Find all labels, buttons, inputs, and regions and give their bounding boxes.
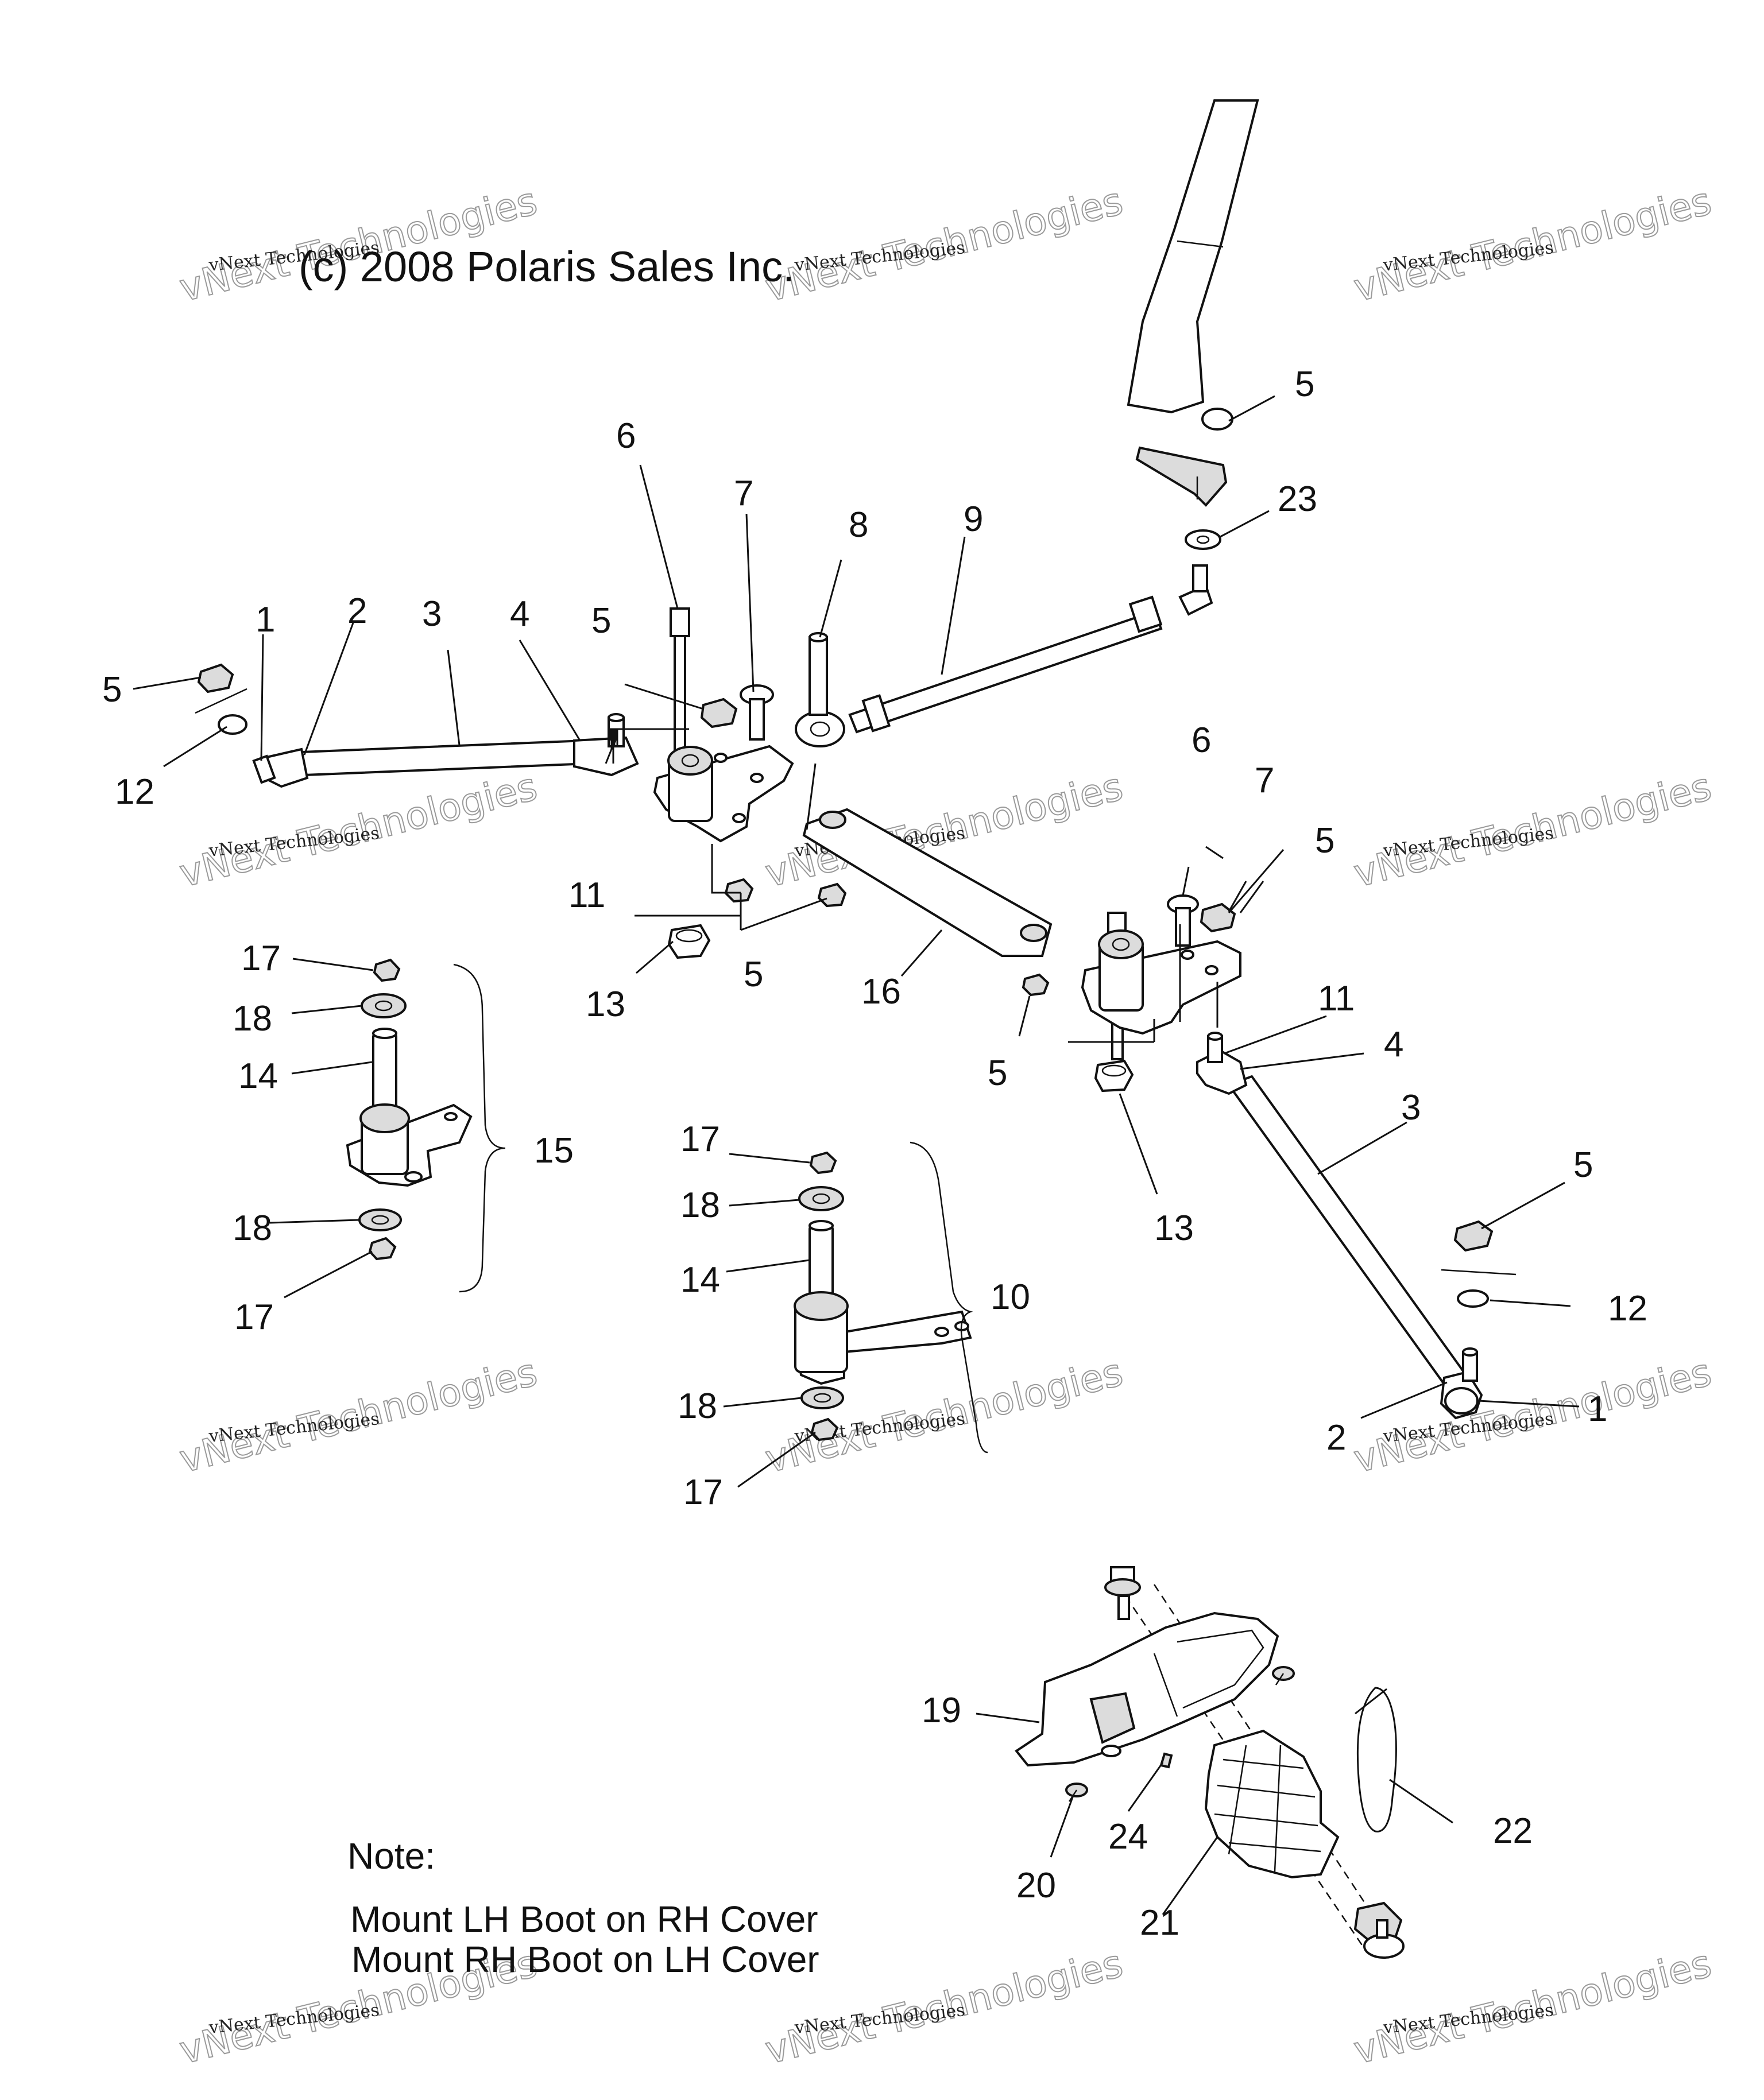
callout-label: 5 [591, 601, 611, 641]
kit-15-parts [346, 958, 506, 1293]
callout-label: 18 [678, 1386, 717, 1426]
callout-label: 5 [1315, 821, 1334, 861]
boot-cover-assembly [1015, 1566, 1405, 1959]
callout-label: 12 [115, 772, 154, 812]
callout-label: 17 [241, 939, 281, 978]
callout-label: 23 [1278, 479, 1317, 519]
callout-label: 14 [238, 1056, 278, 1096]
bolt-7-right [1167, 894, 1199, 947]
callout-label: 11 [1318, 979, 1355, 1018]
callout-label: 11 [568, 875, 605, 915]
callout-label: 21 [1140, 1903, 1179, 1943]
callout-label: 5 [988, 1053, 1007, 1093]
callout-label: 7 [1255, 761, 1274, 800]
callout-label: 6 [616, 416, 636, 456]
callout-label: 17 [234, 1297, 274, 1337]
callout-label: 12 [1608, 1289, 1647, 1328]
note-line-1: Mount LH Boot on RH Cover [350, 1898, 818, 1940]
callout-label: 8 [849, 505, 868, 545]
callout-label: 7 [734, 474, 753, 513]
callout-label: 3 [422, 594, 442, 634]
callout-label: 1 [256, 600, 275, 640]
pin-8 [808, 632, 828, 716]
kit-10-parts [794, 1141, 988, 1454]
callout-label: 9 [964, 499, 983, 539]
callout-label: 4 [510, 594, 529, 634]
callout-label: 16 [861, 972, 901, 1012]
callout-label: 5 [744, 955, 763, 994]
callout-label: 18 [233, 1208, 272, 1248]
callout-label: 5 [102, 670, 122, 710]
pitman-arm-right [1081, 929, 1241, 1035]
pitman-arm-left [653, 745, 794, 843]
callout-label: 18 [233, 999, 272, 1039]
callout-label: 6 [1192, 720, 1211, 760]
assembly-note: Note: Mount LH Boot on RH Cover Mount RH… [347, 1835, 819, 1980]
callout-label: 5 [1573, 1145, 1593, 1185]
tie-rod-9 [795, 564, 1213, 747]
center-link-16 [802, 808, 1053, 957]
callout-label: 15 [534, 1131, 574, 1171]
nut-13-left [667, 924, 711, 959]
callout-label: 5 [1295, 365, 1314, 404]
nut-5-icon [197, 663, 234, 693]
bolt-7-left [740, 684, 774, 741]
note-line-2: Mount RH Boot on LH Cover [351, 1939, 819, 1980]
callout-label: 18 [680, 1185, 720, 1225]
callout-label: 17 [683, 1473, 723, 1512]
steering-column-shaft [1127, 99, 1259, 507]
tie-rod-left [252, 713, 639, 788]
callout-label: 22 [1493, 1811, 1533, 1851]
callout-label: 4 [1384, 1025, 1403, 1064]
tie-rod-right [1196, 1032, 1483, 1420]
washer-23-icon [1185, 529, 1221, 550]
callout-label: 3 [1401, 1088, 1421, 1128]
copyright-text: (c) 2008 Polaris Sales Inc. [299, 243, 795, 290]
callout-label: 19 [922, 1691, 961, 1730]
callout-label: 2 [347, 591, 367, 631]
callout-label: 13 [1154, 1208, 1194, 1248]
callout-label: 17 [680, 1119, 720, 1159]
washer-12-icon [1457, 1289, 1489, 1308]
callout-label: 20 [1016, 1866, 1056, 1905]
washer-12-icon [218, 714, 247, 735]
callout-label: 10 [991, 1277, 1030, 1317]
leader-lines [133, 395, 1580, 1915]
callout-label: 14 [680, 1260, 720, 1300]
callout-label: 2 [1326, 1418, 1346, 1458]
callout-labels: 5 12 1 2 3 4 11 5 6 7 8 9 5 23 13 5 16 6… [102, 365, 1647, 1943]
callout-label: 1 [1588, 1389, 1607, 1429]
nut-13-right [1094, 1059, 1134, 1092]
callout-label: 24 [1108, 1817, 1148, 1857]
bolt-6-left [670, 607, 690, 764]
note-heading: Note: [347, 1835, 435, 1877]
callout-label: 13 [586, 985, 625, 1024]
bracket [612, 728, 689, 735]
